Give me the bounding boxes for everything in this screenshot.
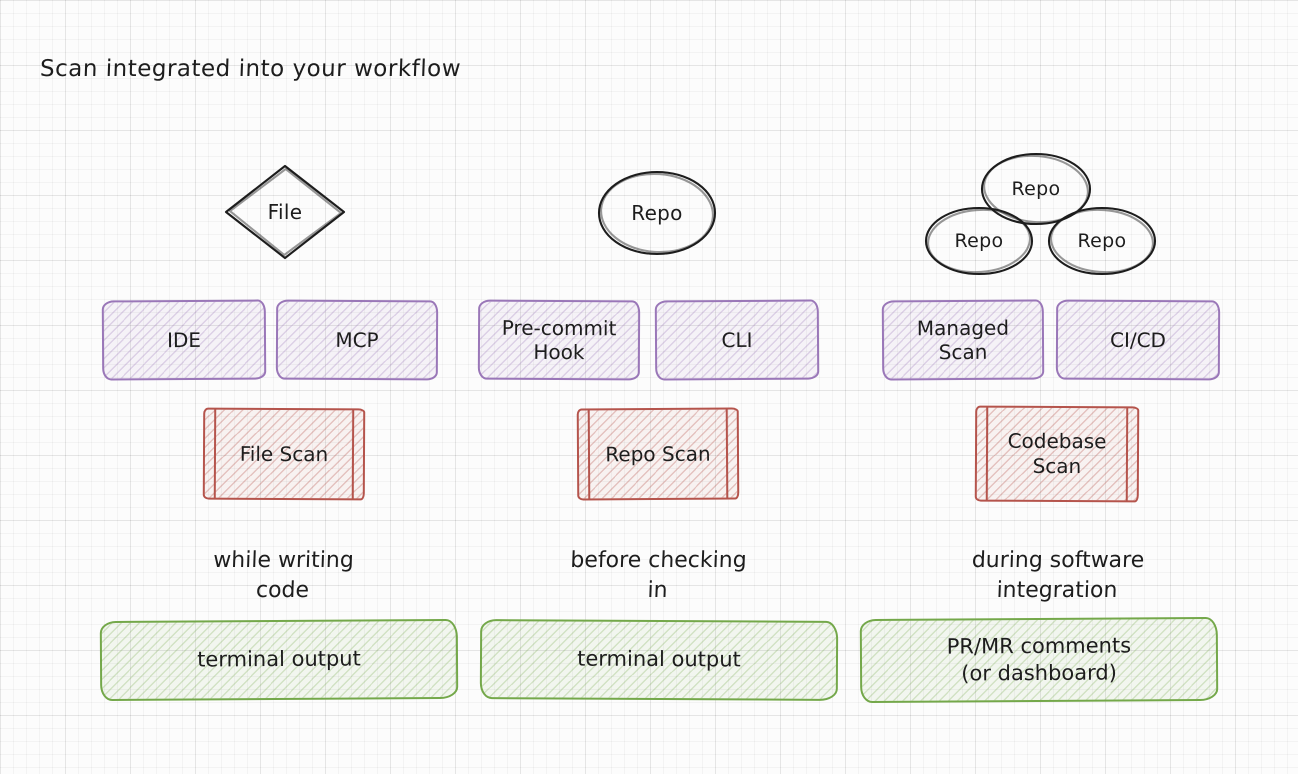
scan-file-scan: File Scan — [202, 407, 366, 501]
node-file-label: File — [267, 200, 303, 224]
output-terminal-1: terminal output — [99, 618, 459, 702]
tool-ci-cd: CI/CD — [1055, 299, 1221, 381]
node-repo-right-label: Repo — [1077, 229, 1127, 252]
scan-repo-scan: Repo Scan — [576, 407, 740, 501]
tool-cli: CLI — [654, 299, 820, 381]
repo-cluster-right-icon — [1047, 206, 1157, 276]
caption-before-checking-in: before checking in — [569, 548, 748, 603]
repo-ellipse-icon — [597, 170, 717, 256]
node-repo-label: Repo — [631, 201, 683, 225]
tool-ide: IDE — [101, 299, 267, 381]
scan-codebase-scan: Codebase Scan — [974, 405, 1140, 503]
repo-cluster-left-icon — [924, 206, 1034, 276]
diagram-title: Scan integrated into your workflow — [39, 56, 462, 82]
file-diamond-icon — [224, 164, 346, 260]
node-repo-left-label: Repo — [954, 229, 1004, 252]
tool-pre-commit-hook: Pre-commit Hook — [477, 299, 641, 381]
caption-during-software-integration: during software integration — [971, 548, 1145, 603]
repo-cluster-top-icon — [980, 152, 1092, 226]
node-repo-top-label: Repo — [1011, 177, 1061, 200]
caption-while-writing-code: while writing code — [212, 548, 355, 603]
tool-managed-scan: Managed Scan — [881, 299, 1045, 381]
output-terminal-2: terminal output — [479, 619, 839, 701]
output-pr-mr-comments: PR/MR comments (or dashboard) — [859, 616, 1219, 704]
tool-mcp: MCP — [275, 299, 439, 381]
